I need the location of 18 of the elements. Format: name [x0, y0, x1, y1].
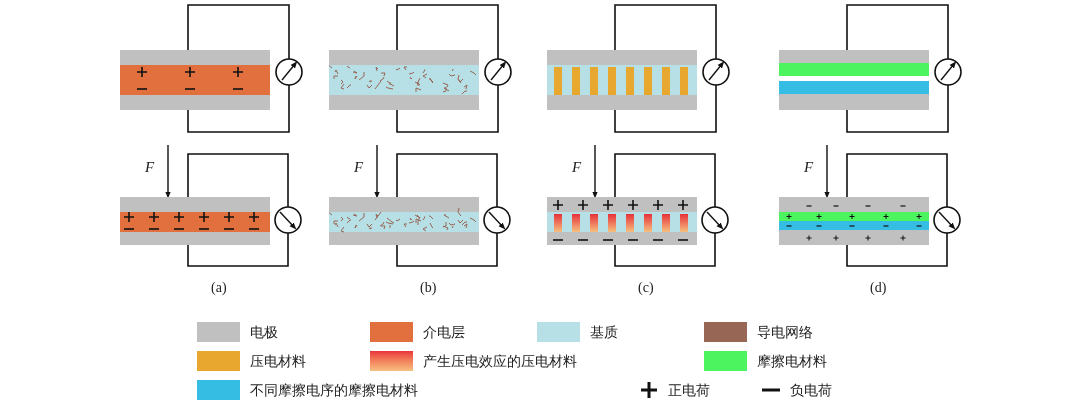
force-label: F	[145, 160, 155, 175]
legend-text: 介电层	[423, 323, 465, 342]
legend-text: 正电荷	[668, 381, 710, 400]
legend-text: 摩擦电材料	[757, 352, 827, 371]
force-label: F	[804, 160, 814, 175]
legend-text: 产生压电效应的压电材料	[423, 352, 577, 371]
legend-text: 导电网络	[757, 323, 813, 342]
legend-text: 压电材料	[250, 352, 306, 371]
panel-caption: (c)	[638, 281, 654, 295]
legend-text: 不同摩擦电序的摩擦电材料	[250, 381, 418, 400]
panel-caption: (d)	[870, 281, 887, 295]
panel-caption: (b)	[420, 281, 437, 295]
panel-caption: (a)	[211, 281, 227, 295]
legend-text: 基质	[590, 323, 618, 342]
legend-text: 负电荷	[790, 381, 832, 400]
legend-text: 电极	[250, 323, 278, 342]
force-label: F	[354, 160, 364, 175]
force-label: F	[572, 160, 582, 175]
